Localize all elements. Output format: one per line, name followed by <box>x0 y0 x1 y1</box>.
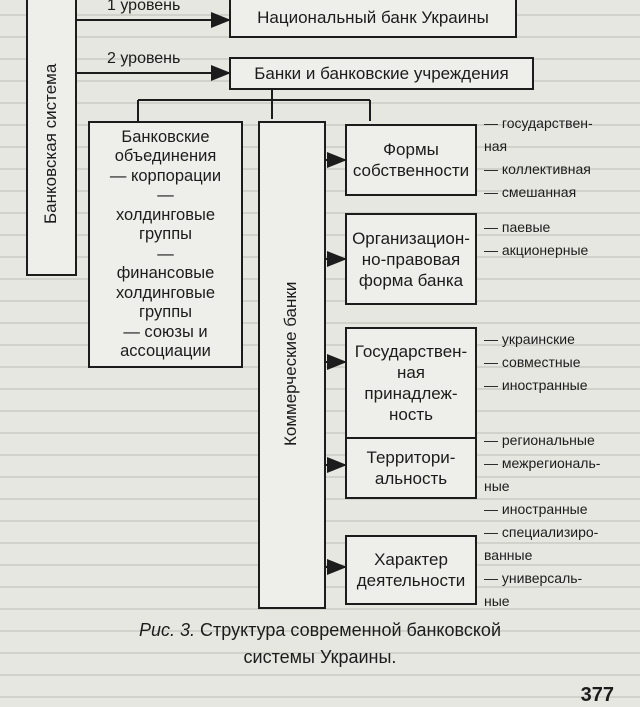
banks-institutions-label: Банки и банковские учреждения <box>254 64 509 83</box>
national-bank-box: Национальный банк Украины <box>229 0 517 38</box>
category-title-line: Государствен- <box>354 342 468 361</box>
item-line: — паевые <box>484 219 551 235</box>
category-title-line: деятельности <box>356 571 466 590</box>
item-line: — государствен- <box>484 115 593 131</box>
commercial-banks-box <box>258 121 326 609</box>
assoc-line: финансовые <box>116 264 215 282</box>
assoc-line: группы <box>139 225 192 243</box>
commercial-banks-label: Коммерческие банки <box>281 281 300 446</box>
item-line: — совместные <box>484 354 581 370</box>
assoc-line: холдинговые <box>115 283 216 302</box>
assoc-line: Банковские <box>121 127 210 146</box>
category-box-ownership: Формы собственности <box>345 124 477 196</box>
item-line: ные <box>484 593 510 609</box>
category-title-line: альность <box>374 469 448 488</box>
items-territoriality: — региональные — межрегиональ- ные — ино… <box>484 429 600 521</box>
category-title-line: ная <box>396 363 426 382</box>
assoc-line: объединения <box>114 147 217 165</box>
associations-box: Банковские объединения — корпорации — хо… <box>88 121 243 368</box>
assoc-line: — союзы и <box>123 322 208 341</box>
item-line: — смешанная <box>484 184 577 200</box>
category-title-line: ность <box>389 405 433 424</box>
item-line: — иностранные <box>484 501 588 517</box>
item-line: — универсаль- <box>484 570 583 586</box>
category-title-line: но-правовая <box>361 249 461 269</box>
category-title-line: собственности <box>352 161 470 180</box>
category-box-activity: Характер деятельности <box>345 535 477 605</box>
assoc-line: холдинговые <box>115 205 216 224</box>
level1-label: 1 уровень <box>107 0 181 14</box>
figure-caption: Рис. 3. Структура современной банковской <box>0 617 640 644</box>
category-box-state-affiliation: Государствен- ная принадлеж- ность <box>345 327 477 439</box>
items-legal-form: — паевые — акционерные <box>484 216 588 262</box>
assoc-line: — <box>157 244 174 263</box>
item-line: ванные <box>484 547 533 563</box>
items-state-affiliation: — украинские — совместные — иностранные <box>484 328 588 397</box>
item-line: ные <box>484 478 510 494</box>
item-line: — межрегиональ- <box>484 455 601 471</box>
banking-system-label: Банковская система <box>41 63 60 224</box>
assoc-line: — корпорации <box>109 166 222 185</box>
item-line: ная <box>484 138 508 154</box>
banking-system-box <box>26 0 77 276</box>
level2-label: 2 уровень <box>107 50 181 67</box>
category-title-line: форма банка <box>358 270 464 290</box>
item-line: — украинские <box>484 331 575 347</box>
item-line: — специализиро- <box>484 524 599 540</box>
items-ownership: — государствен- ная — коллективная — сме… <box>484 112 593 204</box>
category-title-line: Организацион- <box>352 228 470 248</box>
banks-institutions-box: Банки и банковские учреждения <box>229 57 534 90</box>
assoc-line: ассоциации <box>120 342 211 360</box>
figure-caption-line2: системы Украины. <box>243 647 397 667</box>
category-title-line: Территори- <box>366 448 456 467</box>
category-title-line: Формы <box>383 140 439 159</box>
caption-line1: Структура современной банковской <box>200 620 501 640</box>
item-line: — иностранные <box>484 377 588 393</box>
category-title-line: принадлеж- <box>364 384 458 403</box>
category-box-territoriality: Территори- альность <box>345 437 477 499</box>
category-title-line: Характер <box>374 550 448 569</box>
items-activity: — специализиро- ванные — универсаль- ные <box>484 521 598 613</box>
item-line: — коллективная <box>484 161 591 177</box>
assoc-line: группы <box>139 303 192 321</box>
caption-prefix: Рис. 3. <box>138 620 196 640</box>
page-number: 377 <box>580 684 614 706</box>
category-box-legal-form: Организацион- но-правовая форма банка <box>345 213 477 305</box>
item-line: — региональные <box>484 432 595 448</box>
national-bank-label: Национальный банк Украины <box>257 7 489 27</box>
item-line: — акционерные <box>484 242 589 258</box>
assoc-line: — <box>157 186 174 204</box>
